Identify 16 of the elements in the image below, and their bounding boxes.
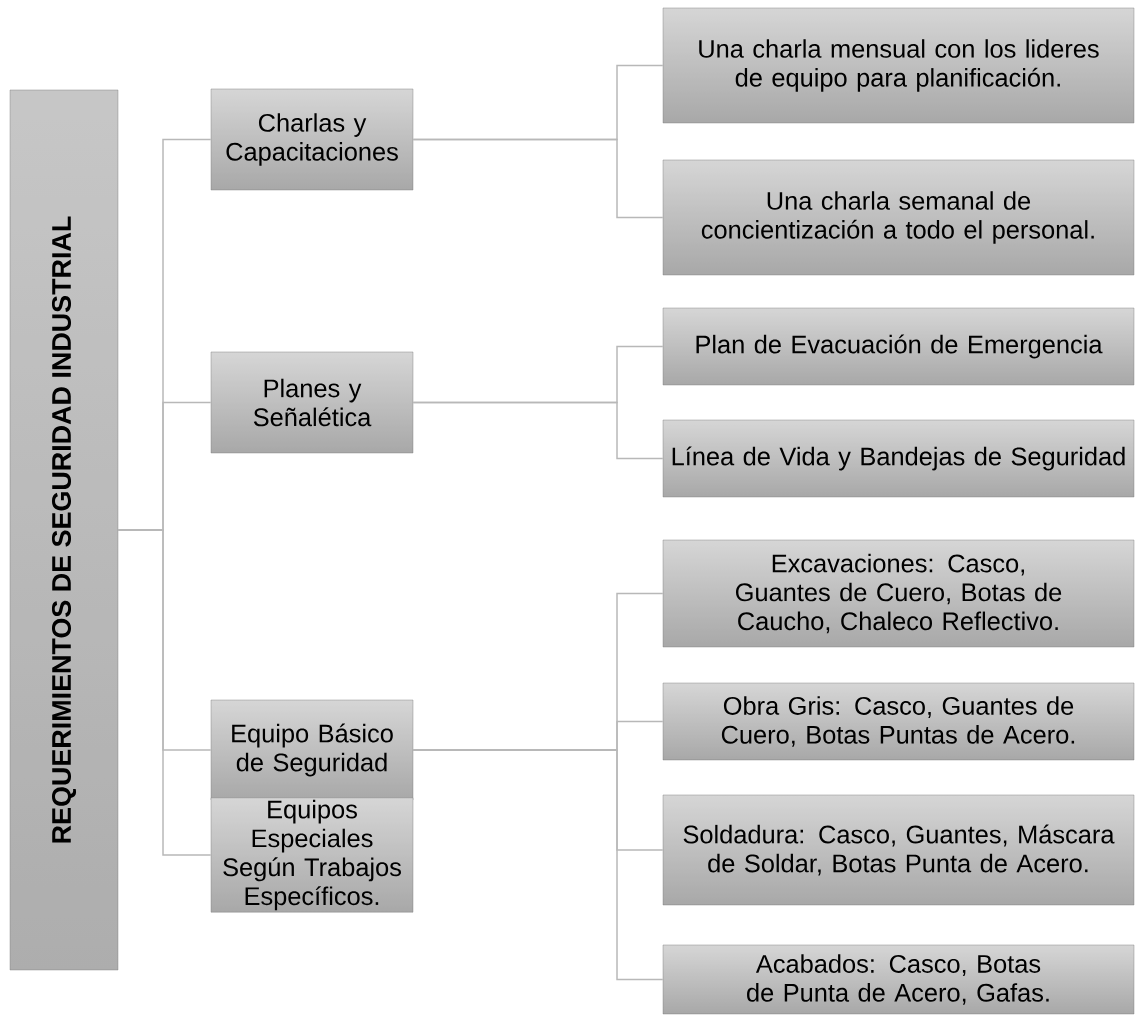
connector-line [412, 749, 664, 981]
item-box: Plan de Evacuación de Emergencia [662, 307, 1135, 386]
connector-line [117, 529, 212, 856]
category-box: Equipos Especiales Según Trabajos Específicos. [210, 797, 414, 913]
title-box: REQUERIMIENTOS DE SEGURIDAD INDUSTRIAL [9, 89, 119, 971]
item-box: Una charla semanal de concientización a todo el personal. [662, 159, 1135, 276]
item-box: Soldadura: Casco, Guantes, Máscara de Soldar, Botas Punta de Acero. [662, 794, 1135, 906]
item-box: Acabados: Casco, Botas de Punta de Acero, Gafas. [662, 944, 1135, 1015]
category-box: Planes y Señalética [210, 351, 414, 454]
connector-line [412, 401, 664, 460]
item-box: Línea de Vida y Bandejas de Seguridad [662, 419, 1135, 498]
connector-line [412, 138, 664, 219]
item-box: Obra Gris: Casco, Guantes de Cuero, Botas Puntas de Acero. [662, 682, 1135, 761]
item-box: Excavaciones: Casco, Guantes de Cuero, Botas de Caucho, Chaleco Reflectivo. [662, 539, 1135, 648]
category-box: Charlas y Capacitaciones [210, 88, 414, 191]
item-box: Una charla mensual con los lideres de equipo para planificación. [662, 7, 1135, 124]
